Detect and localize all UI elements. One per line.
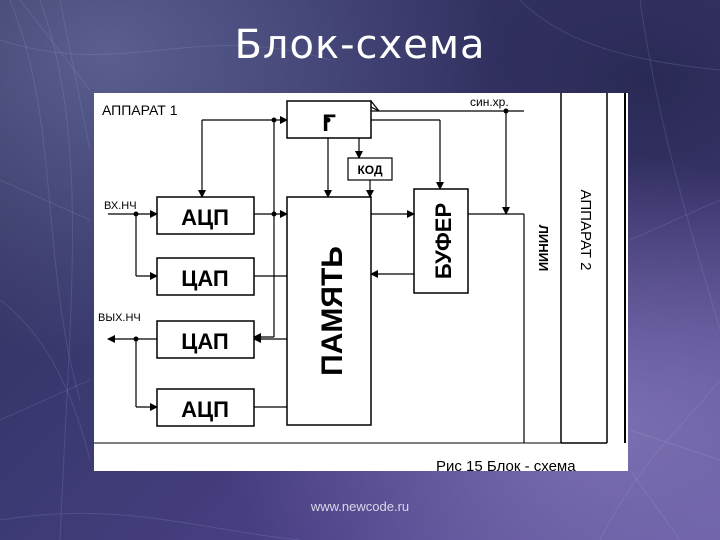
footer-url: www.newcode.ru <box>310 499 410 514</box>
dac-bottom-block <box>156 320 255 359</box>
caption-prefix: Рис 15 <box>436 458 483 475</box>
code-label: КОД <box>357 163 383 177</box>
adc-top-label: АЦП <box>181 205 229 230</box>
lines-label: ЛИНИИ <box>536 225 551 272</box>
output-lf-label: ВЫХ.НЧ <box>98 312 141 324</box>
block-diagram: АППАРАТ 1 Г син.хр. КОД ПАМЯТЬ БУФЕР ЛИН… <box>94 93 628 471</box>
dac-top-label: ЦАП <box>181 266 228 291</box>
generator-label: Г <box>322 110 336 137</box>
adc-bottom-label: АЦП <box>181 397 229 422</box>
dac-top-block <box>156 257 255 296</box>
apparatus2-label: АППАРАТ 2 <box>577 190 594 271</box>
caption-text: Блок - схема <box>486 458 576 475</box>
apparatus1-label: АППАРАТ 1 <box>102 102 178 118</box>
figure-caption: Рис 15 Блок - схема <box>436 458 576 475</box>
slide-title: Блок-схема <box>234 22 486 68</box>
memory-label: ПАМЯТЬ <box>316 246 349 376</box>
dac-bottom-label: ЦАП <box>181 329 228 354</box>
buffer-label: БУФЕР <box>431 203 456 279</box>
sync-label: син.хр. <box>470 95 509 109</box>
input-lf-label: ВХ.НЧ <box>104 200 137 212</box>
adc-top-block <box>156 196 255 235</box>
